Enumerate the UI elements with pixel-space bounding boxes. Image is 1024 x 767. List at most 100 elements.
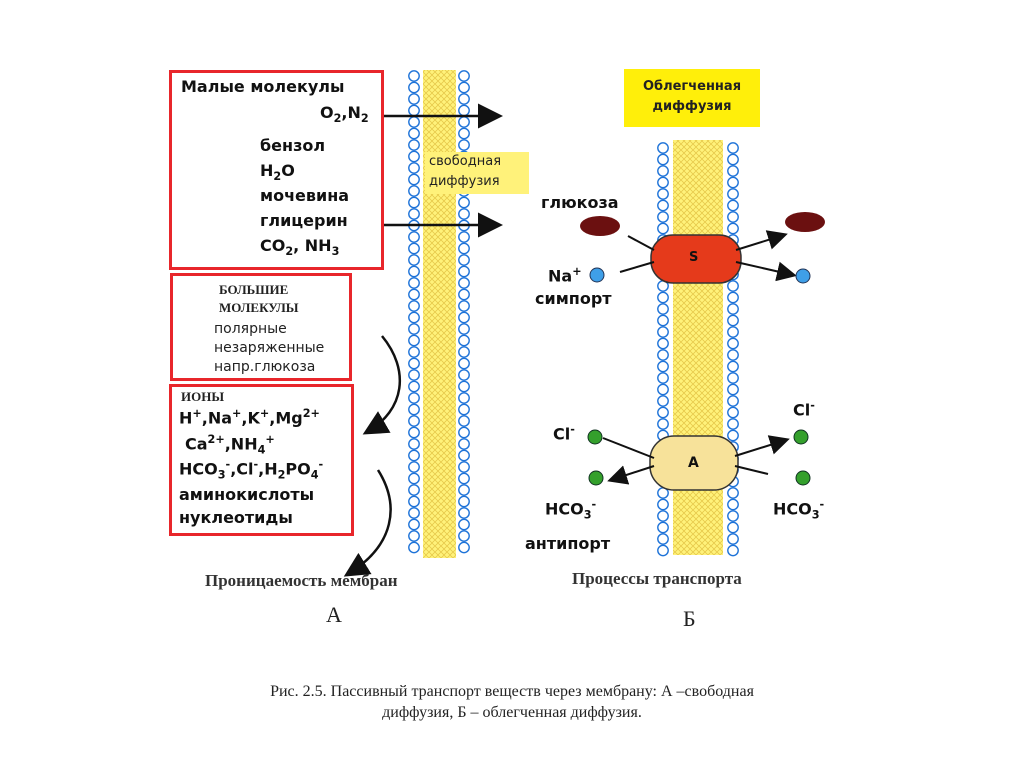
free-diffusion-label: свободная диффузия <box>425 152 529 194</box>
phospholipid-head <box>408 300 420 312</box>
cl-out-arrow <box>734 435 790 457</box>
glucose-out-arrow <box>735 230 788 251</box>
phospholipid-head <box>458 242 470 255</box>
phospholipid-head <box>727 314 739 327</box>
glucose-label: глюкоза <box>541 193 619 212</box>
phospholipid-head <box>727 360 739 373</box>
phospholipid-head <box>408 93 420 105</box>
a-carrier-letter: A <box>688 455 699 471</box>
phospholipid-head <box>458 127 470 140</box>
phospholipid-head <box>727 521 739 534</box>
phospholipid-head <box>727 153 739 166</box>
phospholipid-head <box>408 277 420 289</box>
phospholipid-head <box>727 211 739 223</box>
co2-nh3-label: CO2, NH3 <box>260 236 340 259</box>
letter-a: А <box>326 602 342 627</box>
antiport-carrier <box>587 429 811 491</box>
bicarbonate-ion-icon-right <box>795 470 811 486</box>
phospholipid-head <box>727 349 739 361</box>
phospholipid-head <box>727 498 739 511</box>
bicarbonate-ion-icon-left <box>588 470 604 486</box>
phospholipid-head <box>727 165 739 177</box>
cl-label-right: Cl- <box>793 399 815 420</box>
phospholipid-head <box>408 127 420 140</box>
symport-label: симпорт <box>535 289 612 308</box>
phospholipid-head <box>727 510 739 522</box>
phospholipid-head <box>458 311 470 324</box>
phospholipid-head <box>458 231 470 243</box>
phospholipid-head <box>657 165 669 177</box>
membrane-permeability-title: Проницаемость мембран <box>205 571 398 590</box>
phospholipid-head <box>657 337 669 350</box>
carrier-protein-a-icon <box>649 435 739 491</box>
hco3-out-arrow <box>607 465 655 485</box>
phospholipid-head <box>458 518 470 531</box>
membrane-b <box>657 140 739 557</box>
ions-line-2: Ca2+,NH4+ <box>185 433 275 457</box>
phospholipid-head <box>458 93 470 105</box>
phospholipid-head <box>458 81 470 94</box>
phospholipid-head <box>408 484 420 496</box>
letter-b: Б <box>683 606 696 631</box>
facilitated-diffusion-label: Облегченная диффузия <box>624 69 760 127</box>
phospholipid-head <box>408 81 420 94</box>
phospholipid-head <box>458 426 470 439</box>
membrane-b-lipid-core <box>673 140 723 555</box>
phospholipid-head <box>657 349 669 361</box>
phospholipid-head <box>408 288 420 301</box>
phospholipid-head <box>408 369 420 381</box>
phospholipid-head <box>408 438 420 450</box>
phospholipid-head <box>657 360 669 373</box>
phospholipid-head <box>458 438 470 450</box>
phospholipid-head <box>408 495 420 508</box>
membrane-a <box>408 70 470 558</box>
sodium-ion-icon-right <box>795 268 811 284</box>
phospholipid-head <box>727 142 739 154</box>
phospholipid-head <box>657 142 669 154</box>
phospholipid-head <box>458 403 470 416</box>
phospholipid-head <box>408 231 420 243</box>
s-carrier-letter: S <box>689 250 699 265</box>
phospholipid-head <box>657 153 669 166</box>
phospholipid-head <box>408 162 420 174</box>
phospholipid-head <box>657 326 669 338</box>
hco3-label-right: HCO3- <box>773 498 825 522</box>
phospholipid-head <box>458 288 470 301</box>
membrane-a-lipid-core <box>423 70 456 558</box>
phospholipid-head <box>458 277 470 289</box>
phospholipid-head <box>727 487 739 499</box>
phospholipid-head <box>727 291 739 304</box>
phospholipid-head <box>458 541 470 554</box>
phospholipid-head <box>458 415 470 427</box>
phospholipid-head <box>727 199 739 212</box>
phospholipid-head <box>458 380 470 393</box>
phospholipid-head <box>458 254 470 266</box>
na-out-arrow <box>735 261 797 282</box>
large-molecules-title-1: БОЛЬШИЕ <box>219 282 289 297</box>
phospholipid-head <box>727 372 739 384</box>
transport-processes-title: Процессы транспорта <box>572 569 742 588</box>
ions-line-1: H+,Na+,K+,Mg2+ <box>179 407 320 428</box>
benzene-label: бензол <box>260 136 326 155</box>
phospholipid-head <box>458 507 470 519</box>
phospholipid-head <box>657 498 669 511</box>
uncharged-label: незаряженные <box>214 340 325 356</box>
small-molecules-box: Малые молекулы O2,N2 бензол H2O мочевина… <box>169 70 384 270</box>
figure-caption: Рис. 2.5. Пассивный транспорт веществ че… <box>212 683 812 722</box>
symport-carrier <box>580 212 825 284</box>
phospholipid-head <box>657 188 669 200</box>
phospholipid-head <box>458 449 470 462</box>
phospholipid-head <box>727 337 739 350</box>
ions-line-3: HCO3-,Cl-,H2PO4- <box>179 458 324 482</box>
arrow-large-molecules <box>362 335 402 435</box>
sodium-ion-icon-left <box>589 267 605 283</box>
phospholipid-head <box>458 196 470 209</box>
phospholipid-head <box>408 208 420 220</box>
antiport-label: антипорт <box>525 534 611 553</box>
phospholipid-head <box>727 395 739 407</box>
phospholipid-head <box>408 196 420 209</box>
phospholipid-head <box>458 265 470 278</box>
water-label: H2O <box>260 161 295 184</box>
phospholipid-head <box>408 449 420 462</box>
